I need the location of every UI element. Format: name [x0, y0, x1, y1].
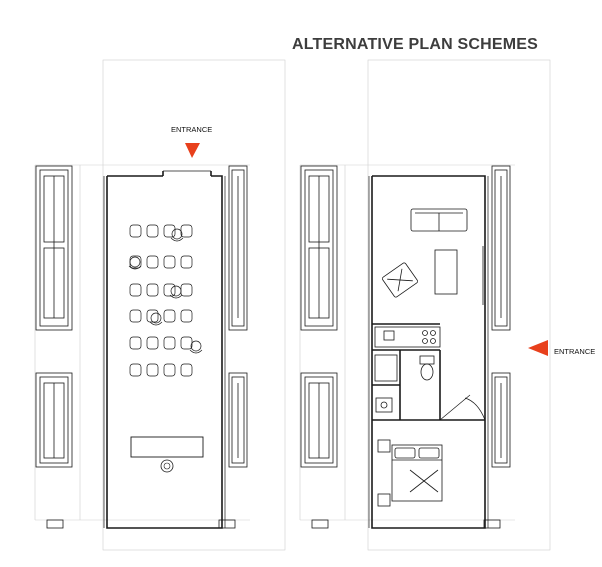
right-outer-windows-west: [300, 165, 338, 468]
left-outer-windows-west: [35, 165, 73, 468]
seat-row-4: [129, 309, 193, 323]
left-outer-windows-east: [228, 165, 248, 468]
entrance-label-left: ENTRANCE: [171, 125, 213, 134]
door-swing: [439, 394, 486, 421]
right-building-outline: [371, 175, 486, 529]
seating-grid: [129, 224, 193, 377]
right-plan: [299, 59, 551, 551]
bed: [391, 444, 443, 502]
page-title: ALTERNATIVE PLAN SCHEMES: [292, 36, 538, 53]
living-area: [382, 208, 484, 305]
shower: [374, 354, 398, 382]
dining-table: [434, 249, 458, 295]
presenter-chair: [160, 459, 174, 473]
left-building-outline: [106, 170, 223, 529]
seat-row-5: [129, 336, 193, 350]
partition-walls: [372, 323, 485, 421]
entrance-label-right: ENTRANCE: [554, 347, 596, 356]
bedroom: [377, 439, 443, 507]
right-corner-blocks: [311, 519, 501, 529]
toilet: [420, 363, 434, 381]
entrance-arrow-right-icon: [528, 340, 548, 356]
left-corner-blocks: [46, 519, 236, 529]
bathroom: [374, 354, 435, 413]
right-grid-lines: [299, 59, 551, 551]
sink: [375, 397, 393, 413]
seat-row-6: [129, 363, 193, 377]
seat-row-1: [129, 224, 193, 238]
left-plan: [34, 59, 286, 551]
entrance-arrow-left-icon: [185, 143, 200, 158]
presenter-table: [130, 436, 204, 458]
lounge-chair: [382, 262, 418, 298]
right-outer-windows-east: [491, 165, 511, 468]
left-inner-wall: [103, 176, 226, 528]
seat-row-2: [129, 255, 193, 269]
seated-people: [128, 228, 203, 354]
seat-row-3: [129, 283, 193, 297]
right-inner-wall: [368, 176, 489, 528]
left-grid-lines: [34, 59, 286, 551]
kitchen-counter: [374, 326, 441, 348]
